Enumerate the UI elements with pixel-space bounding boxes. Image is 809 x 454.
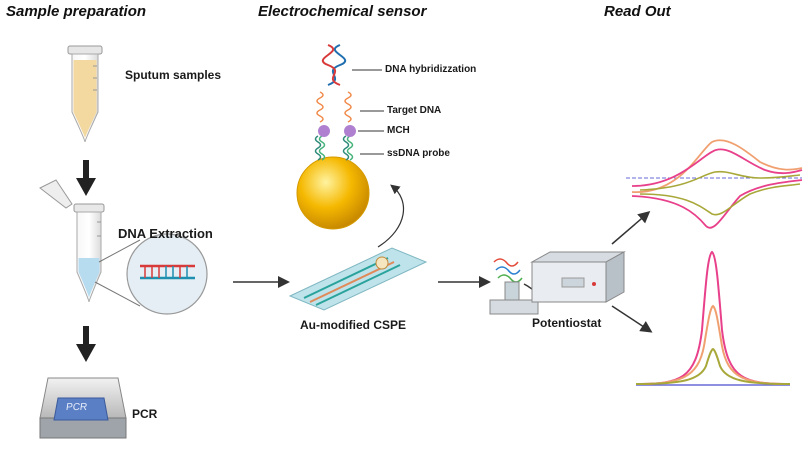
arrow-down-right-icon (611, 305, 653, 333)
pcr-machine-icon (39, 377, 127, 439)
sputum-samples-label: Sputum samples (125, 68, 222, 82)
target-dna-icon (316, 91, 352, 123)
dna-hybridization-label: DNA hybridizzation (385, 64, 477, 75)
electrode-icon (288, 247, 428, 311)
curved-arrow-icon (377, 184, 405, 248)
potentiostat-icon (489, 251, 626, 315)
gold-nanoparticle-icon (296, 156, 370, 230)
sputum-tube-icon (67, 45, 103, 143)
arrow-down-icon (76, 160, 96, 196)
ssdna-probe-icon (314, 135, 354, 161)
arrow-up-right-icon (611, 211, 651, 245)
dna-zoom-lens (94, 233, 208, 315)
cv-plot-icon (626, 139, 803, 229)
header-electrochemical-sensor: Electrochemical sensor (258, 3, 427, 20)
target-dna-label: Target DNA (387, 105, 442, 116)
dna-helix-icon (321, 44, 347, 86)
extraction-tube-icon (39, 179, 105, 303)
arrow-down-icon (76, 326, 96, 362)
pcr-label: PCR (132, 407, 158, 421)
mch-label: MCH (387, 125, 410, 136)
callout-lines (352, 69, 384, 155)
dna-extraction-label: DNA Extraction (118, 226, 213, 241)
pcr-screen-text: PCR (65, 402, 88, 413)
header-read-out: Read Out (604, 3, 671, 20)
header-sample-preparation: Sample preparation (6, 3, 147, 20)
dpv-plot-icon (635, 250, 791, 386)
potentiostat-label: Potentiostat (532, 316, 602, 330)
mch-icon (318, 125, 356, 137)
ssdna-probe-label: ssDNA probe (387, 148, 450, 159)
electrode-label: Au-modified CSPE (300, 318, 407, 332)
